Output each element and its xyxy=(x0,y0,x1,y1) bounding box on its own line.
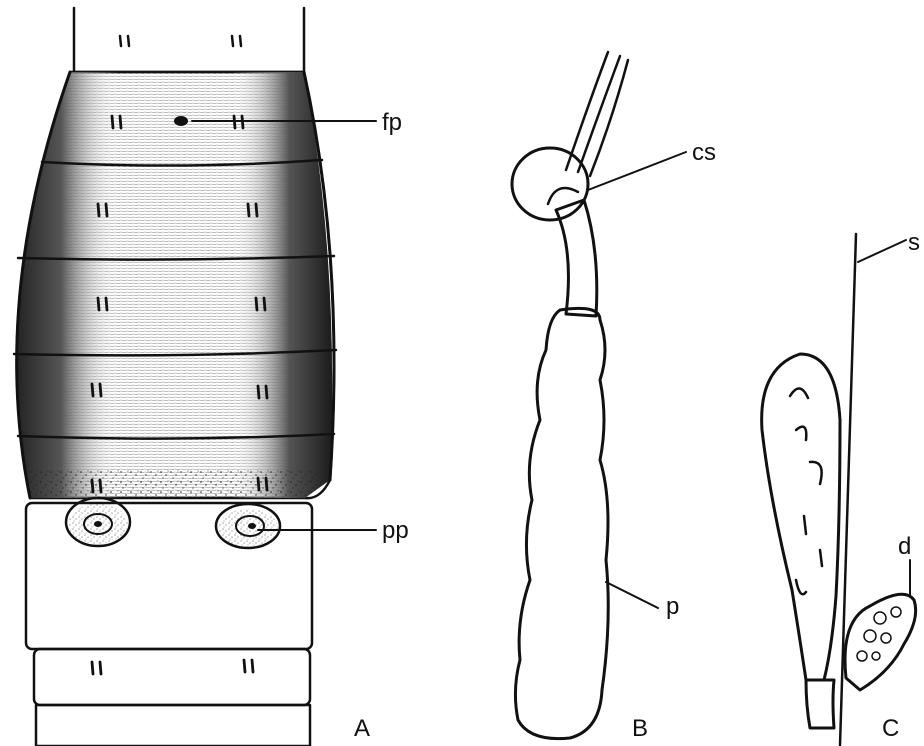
panel-b-organ xyxy=(512,52,686,739)
setae-marks-posterior xyxy=(92,660,253,674)
p-leader-line xyxy=(606,582,658,608)
label-s: s xyxy=(908,229,920,256)
setae-marks xyxy=(120,36,241,46)
label-cs: cs xyxy=(692,139,716,166)
diverticulum xyxy=(845,594,916,690)
spermatheca-duct xyxy=(806,680,834,728)
anterior-segment xyxy=(74,8,304,72)
posterior-segment-1 xyxy=(34,649,310,705)
panel-label-b: B xyxy=(632,715,648,742)
male-pore-left xyxy=(66,498,130,546)
ampulla-contents xyxy=(790,388,822,594)
panel-a-worm xyxy=(0,8,376,746)
cuticular-sac xyxy=(512,148,588,220)
panel-label-c: C xyxy=(882,715,899,742)
label-p: p xyxy=(666,593,679,620)
septum-line xyxy=(840,234,856,745)
organ-body xyxy=(515,308,608,738)
panel-c-spermatheca xyxy=(762,234,916,745)
label-fp: fp xyxy=(382,109,402,136)
label-pp: pp xyxy=(382,517,409,544)
male-pore-right xyxy=(216,504,280,548)
panel-label-a: A xyxy=(354,715,370,742)
s-leader-line xyxy=(858,240,906,262)
posterior-segment-2 xyxy=(36,705,310,746)
label-d: d xyxy=(898,533,911,560)
cs-leader-line xyxy=(588,152,686,190)
diverticulum-chambers xyxy=(857,607,901,661)
female-pore xyxy=(174,116,188,126)
ampulla xyxy=(762,354,840,680)
